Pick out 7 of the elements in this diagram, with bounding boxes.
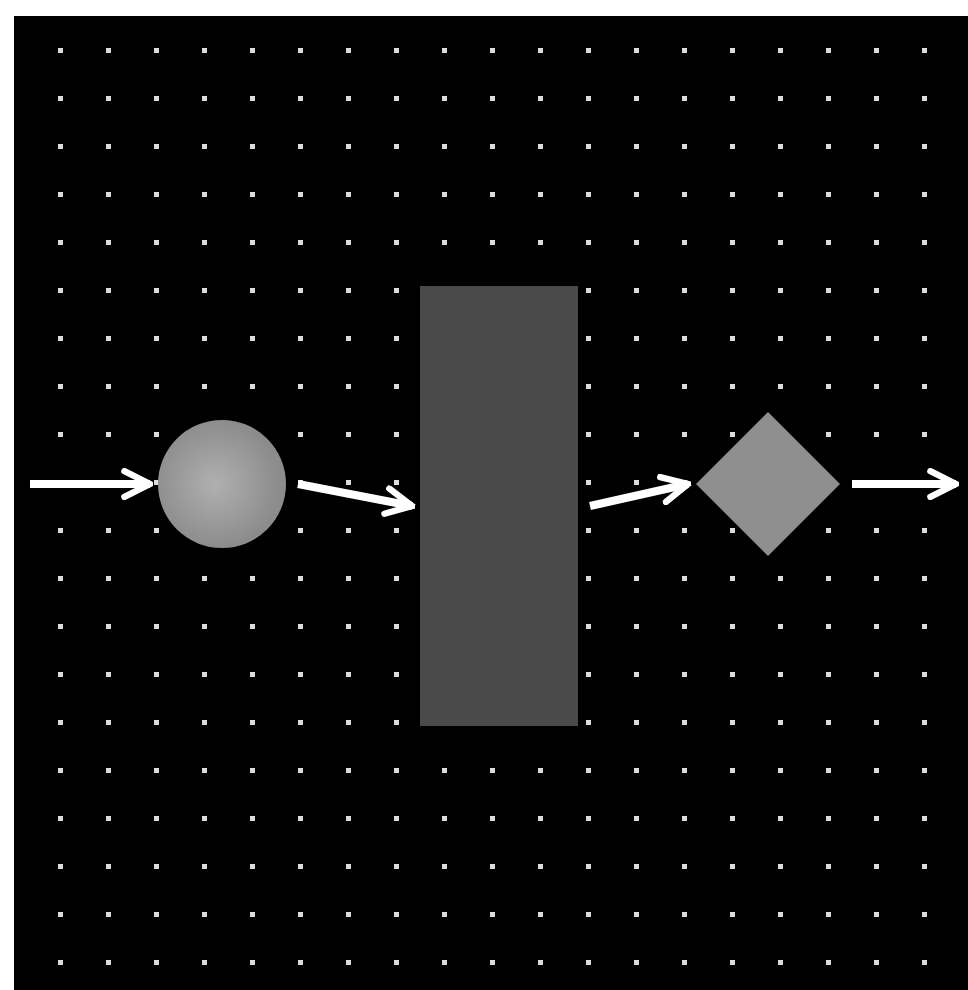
circle-shape	[158, 420, 286, 548]
arrow	[589, 473, 692, 510]
arrow	[297, 480, 416, 517]
rectangle-shape	[420, 286, 578, 726]
arrow	[30, 468, 154, 500]
arrow	[852, 468, 960, 500]
diamond-shape	[696, 412, 840, 556]
